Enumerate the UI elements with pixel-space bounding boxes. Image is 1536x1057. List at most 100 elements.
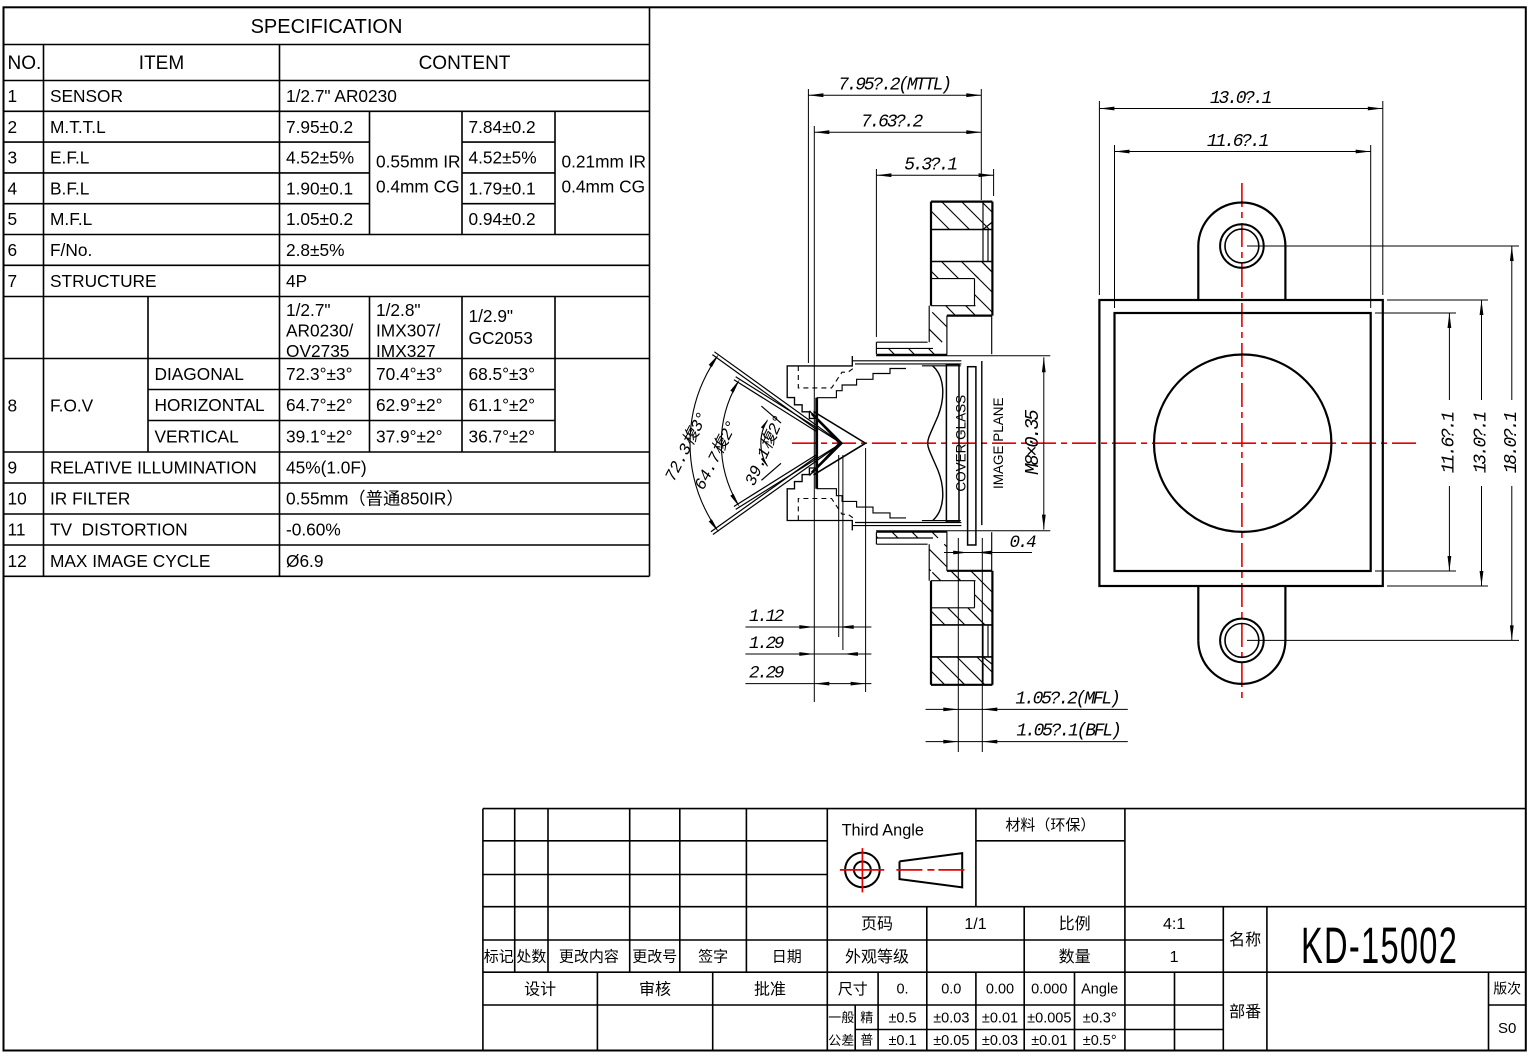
svg-text:1.05?.2(MFL): 1.05?.2(MFL) <box>1015 690 1119 710</box>
svg-text:±0.01: ±0.01 <box>982 1010 1018 1026</box>
svg-text:0.21mm IR: 0.21mm IR <box>562 152 647 172</box>
svg-text:68.5°±3°: 68.5°±3° <box>469 364 536 384</box>
svg-text:批准: 批准 <box>754 980 786 998</box>
svg-text:0.00: 0.00 <box>986 982 1014 998</box>
svg-text:签字: 签字 <box>698 948 728 965</box>
svg-text:4P: 4P <box>286 271 307 291</box>
svg-text:4.52±5%: 4.52±5% <box>469 148 537 168</box>
svg-text:64.7°±2°: 64.7°±2° <box>286 395 353 415</box>
svg-text:70.4°±3°: 70.4°±3° <box>376 364 443 384</box>
svg-text:72.3°±3°: 72.3°±3° <box>286 364 353 384</box>
svg-text:±0.03: ±0.03 <box>933 1010 969 1026</box>
svg-text:Ø6.9: Ø6.9 <box>286 551 323 571</box>
svg-text:精: 精 <box>860 1010 873 1025</box>
svg-text:数量: 数量 <box>1059 948 1091 966</box>
svg-text:±0.05: ±0.05 <box>933 1033 969 1049</box>
svg-text:SPECIFICATION: SPECIFICATION <box>251 16 403 38</box>
svg-text:0.: 0. <box>896 982 908 998</box>
svg-text:6: 6 <box>8 240 18 260</box>
svg-text:8: 8 <box>8 396 18 416</box>
svg-text:0.000: 0.000 <box>1031 982 1067 998</box>
svg-text:4: 4 <box>8 178 18 198</box>
svg-text:1/2.7": 1/2.7" <box>286 300 331 320</box>
svg-text:IMAGE PLANE: IMAGE PLANE <box>991 397 1006 489</box>
svg-text:审核: 审核 <box>639 980 671 998</box>
svg-text:KD-15002: KD-15002 <box>1301 918 1458 975</box>
svg-text:公差: 公差 <box>828 1033 854 1048</box>
svg-text:普: 普 <box>860 1033 873 1048</box>
svg-text:RELATIVE ILLUMINATION: RELATIVE ILLUMINATION <box>50 458 257 478</box>
svg-text:18.0?.1: 18.0?.1 <box>1502 412 1522 474</box>
svg-text:S0: S0 <box>1498 1020 1516 1037</box>
svg-text:0.4mm CG: 0.4mm CG <box>376 177 460 197</box>
svg-text:DIAGONAL: DIAGONAL <box>155 364 245 384</box>
svg-text:1.05±0.2: 1.05±0.2 <box>286 209 353 229</box>
svg-text:62.9°±2°: 62.9°±2° <box>376 395 443 415</box>
svg-text:0.94±0.2: 0.94±0.2 <box>469 209 536 229</box>
svg-text:0.55mm IR: 0.55mm IR <box>376 152 461 172</box>
svg-text:名称: 名称 <box>1229 931 1261 949</box>
svg-text:Third Angle: Third Angle <box>842 822 924 840</box>
svg-text:标记: 标记 <box>484 948 514 965</box>
svg-text:VERTICAL: VERTICAL <box>155 426 240 446</box>
svg-text:9: 9 <box>8 458 18 478</box>
svg-text:13.0?.1: 13.0?.1 <box>1210 89 1272 109</box>
svg-text:设计: 设计 <box>524 980 556 998</box>
svg-text:5: 5 <box>8 209 18 229</box>
svg-text:SENSOR: SENSOR <box>50 86 123 106</box>
svg-text:版次: 版次 <box>1493 981 1521 997</box>
svg-text:±0.005: ±0.005 <box>1027 1010 1071 1026</box>
svg-text:±0.01: ±0.01 <box>1031 1033 1067 1049</box>
svg-text:1: 1 <box>1170 949 1179 966</box>
svg-text:M8×0.35: M8×0.35 <box>1022 410 1044 475</box>
svg-text:±0.5: ±0.5 <box>888 1010 916 1026</box>
svg-text:CONTENT: CONTENT <box>419 53 511 74</box>
svg-text:11.6?.1: 11.6?.1 <box>1440 412 1460 474</box>
svg-text:MAX IMAGE CYCLE: MAX IMAGE CYCLE <box>50 551 210 571</box>
svg-text:1/2.8": 1/2.8" <box>376 300 421 320</box>
svg-text:F/No.: F/No. <box>50 240 92 260</box>
svg-text:1/2.7" AR0230: 1/2.7" AR0230 <box>286 86 397 106</box>
svg-text:4:1: 4:1 <box>1163 916 1185 933</box>
svg-text:±0.5°: ±0.5° <box>1083 1033 1117 1049</box>
svg-text:F.O.V: F.O.V <box>50 396 94 416</box>
svg-text:一般: 一般 <box>828 1010 854 1025</box>
svg-text:1.29: 1.29 <box>749 634 784 654</box>
svg-text:2.29: 2.29 <box>749 664 784 684</box>
svg-text:GC2053: GC2053 <box>469 328 533 348</box>
svg-text:3: 3 <box>8 148 18 168</box>
svg-text:IMX327: IMX327 <box>376 341 436 361</box>
svg-text:36.7°±2°: 36.7°±2° <box>469 426 536 446</box>
svg-text:比例: 比例 <box>1059 915 1091 933</box>
svg-text:0.55mm（普通850IR）: 0.55mm（普通850IR） <box>286 489 464 509</box>
svg-text:61.1°±2°: 61.1°±2° <box>469 395 536 415</box>
svg-text:处数: 处数 <box>516 948 546 965</box>
svg-text:±0.3°: ±0.3° <box>1083 1010 1117 1026</box>
svg-text:1/2.9": 1/2.9" <box>469 306 514 326</box>
svg-text:10: 10 <box>8 489 27 509</box>
svg-text:7.95±0.2: 7.95±0.2 <box>286 117 353 137</box>
svg-text:-0.60%: -0.60% <box>286 520 341 540</box>
svg-text:7.95?.2(MTTL): 7.95?.2(MTTL) <box>838 76 950 96</box>
svg-text:37.9°±2°: 37.9°±2° <box>376 426 443 446</box>
svg-text:OV2735: OV2735 <box>286 341 349 361</box>
svg-text:2: 2 <box>8 117 18 137</box>
svg-text:45%(1.0F): 45%(1.0F) <box>286 458 367 478</box>
svg-text:2.8±5%: 2.8±5% <box>286 240 345 260</box>
svg-text:IMX307/: IMX307/ <box>376 321 441 341</box>
svg-text:1.79±0.1: 1.79±0.1 <box>469 178 536 198</box>
svg-text:1.12: 1.12 <box>749 607 784 627</box>
svg-text:1/1: 1/1 <box>964 916 986 933</box>
svg-text:ITEM: ITEM <box>139 53 184 74</box>
svg-text:0.0: 0.0 <box>941 982 961 998</box>
svg-text:HORIZONTAL: HORIZONTAL <box>155 395 265 415</box>
svg-text:7: 7 <box>8 271 18 291</box>
svg-text:E.F.L: E.F.L <box>50 148 90 168</box>
svg-text:部番: 部番 <box>1229 1003 1261 1021</box>
svg-text:NO.: NO. <box>8 53 42 74</box>
svg-text:Angle: Angle <box>1081 982 1118 998</box>
svg-text:AR0230/: AR0230/ <box>286 321 353 341</box>
svg-text:M.F.L: M.F.L <box>50 209 93 229</box>
svg-text:材料（环保）: 材料（环保） <box>1005 817 1095 834</box>
svg-text:39.1°±2°: 39.1°±2° <box>286 426 353 446</box>
